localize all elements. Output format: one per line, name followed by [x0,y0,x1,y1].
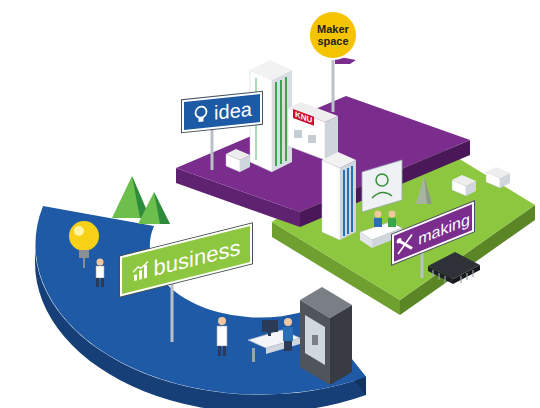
sign-text: business [154,235,241,280]
chart-icon [133,262,148,273]
lightbulb [79,250,89,258]
microchip [428,252,480,284]
microchip [453,265,480,284]
tall-building [322,160,340,240]
tree [138,192,170,224]
small-building [452,167,510,196]
small-building [226,149,250,172]
3d-printer [300,287,352,385]
idea-board [362,160,402,212]
tall-building [347,168,349,234]
tall-building [275,82,277,166]
lab-desk [268,332,271,336]
university-building [294,130,302,138]
lab-desk [283,327,293,341]
microchip [438,273,439,280]
reception-desk [360,232,372,248]
tall-building [340,160,356,240]
sign-text: idea [214,98,252,123]
lab-desk [248,318,300,362]
sign-pole [332,59,335,112]
3d-printer [305,315,325,365]
person [96,266,104,278]
reception-desk [374,218,382,227]
sign-text: Maker space [312,23,354,47]
sign-pole [212,56,356,170]
tools-icon [398,234,412,254]
chart-icon [144,265,147,279]
microchip [444,276,445,283]
bulb-icon [196,106,207,118]
sign-pole [172,278,173,342]
lab-desk [284,318,292,326]
lightbulb [74,226,84,236]
tall-building [351,166,353,232]
university-building [308,135,316,143]
tree [416,176,432,204]
lightbulb [69,221,99,251]
sign-pole [211,128,214,170]
tall-building [280,80,282,164]
lab-desk [262,320,278,332]
person [96,259,104,288]
tree [154,192,170,224]
business-platform [35,206,366,408]
tall-building [343,170,345,236]
tools-icon [397,237,402,244]
microchip [432,270,433,277]
person [97,259,104,266]
lab-desk [252,348,255,362]
scientist [218,346,221,356]
idea-board [372,192,392,198]
scientist [217,326,227,346]
lightbulb [83,258,85,268]
scientist [217,317,227,356]
person [101,278,104,287]
tree [424,176,432,204]
tall-building [285,77,287,161]
microchip [472,270,473,277]
microchip [460,276,461,283]
small-building [226,149,250,160]
scientist [223,346,226,356]
bulb-icon [199,117,204,122]
tools-icon [396,232,414,257]
sign-circle [309,11,357,59]
microchip [428,266,453,284]
scientist [218,317,226,325]
small-building [452,175,476,186]
3d-printer [312,335,318,345]
person [96,278,99,287]
microchip [466,273,467,280]
reception-desk [389,211,396,218]
maker-space-sign: Maker space [308,10,358,60]
tree [416,176,432,204]
chart-icon [134,274,137,281]
idea-board [362,160,402,212]
university-building [288,102,338,160]
chart-icon [139,270,142,280]
lightbulb [69,221,99,268]
reception-desk [388,218,396,227]
lab-desk [284,341,292,351]
3d-printer [330,305,352,385]
tall-building [322,152,356,168]
tree [112,176,170,224]
reception-desk [375,211,382,218]
chart-icon [132,260,150,282]
bulb-icon [192,104,210,124]
tools-icon [398,234,412,254]
3d-printer [300,300,330,385]
business-platform [35,206,366,395]
small-building [486,167,510,178]
sign-pole [171,278,174,342]
idea-board [376,174,388,186]
tall-building [322,152,356,240]
